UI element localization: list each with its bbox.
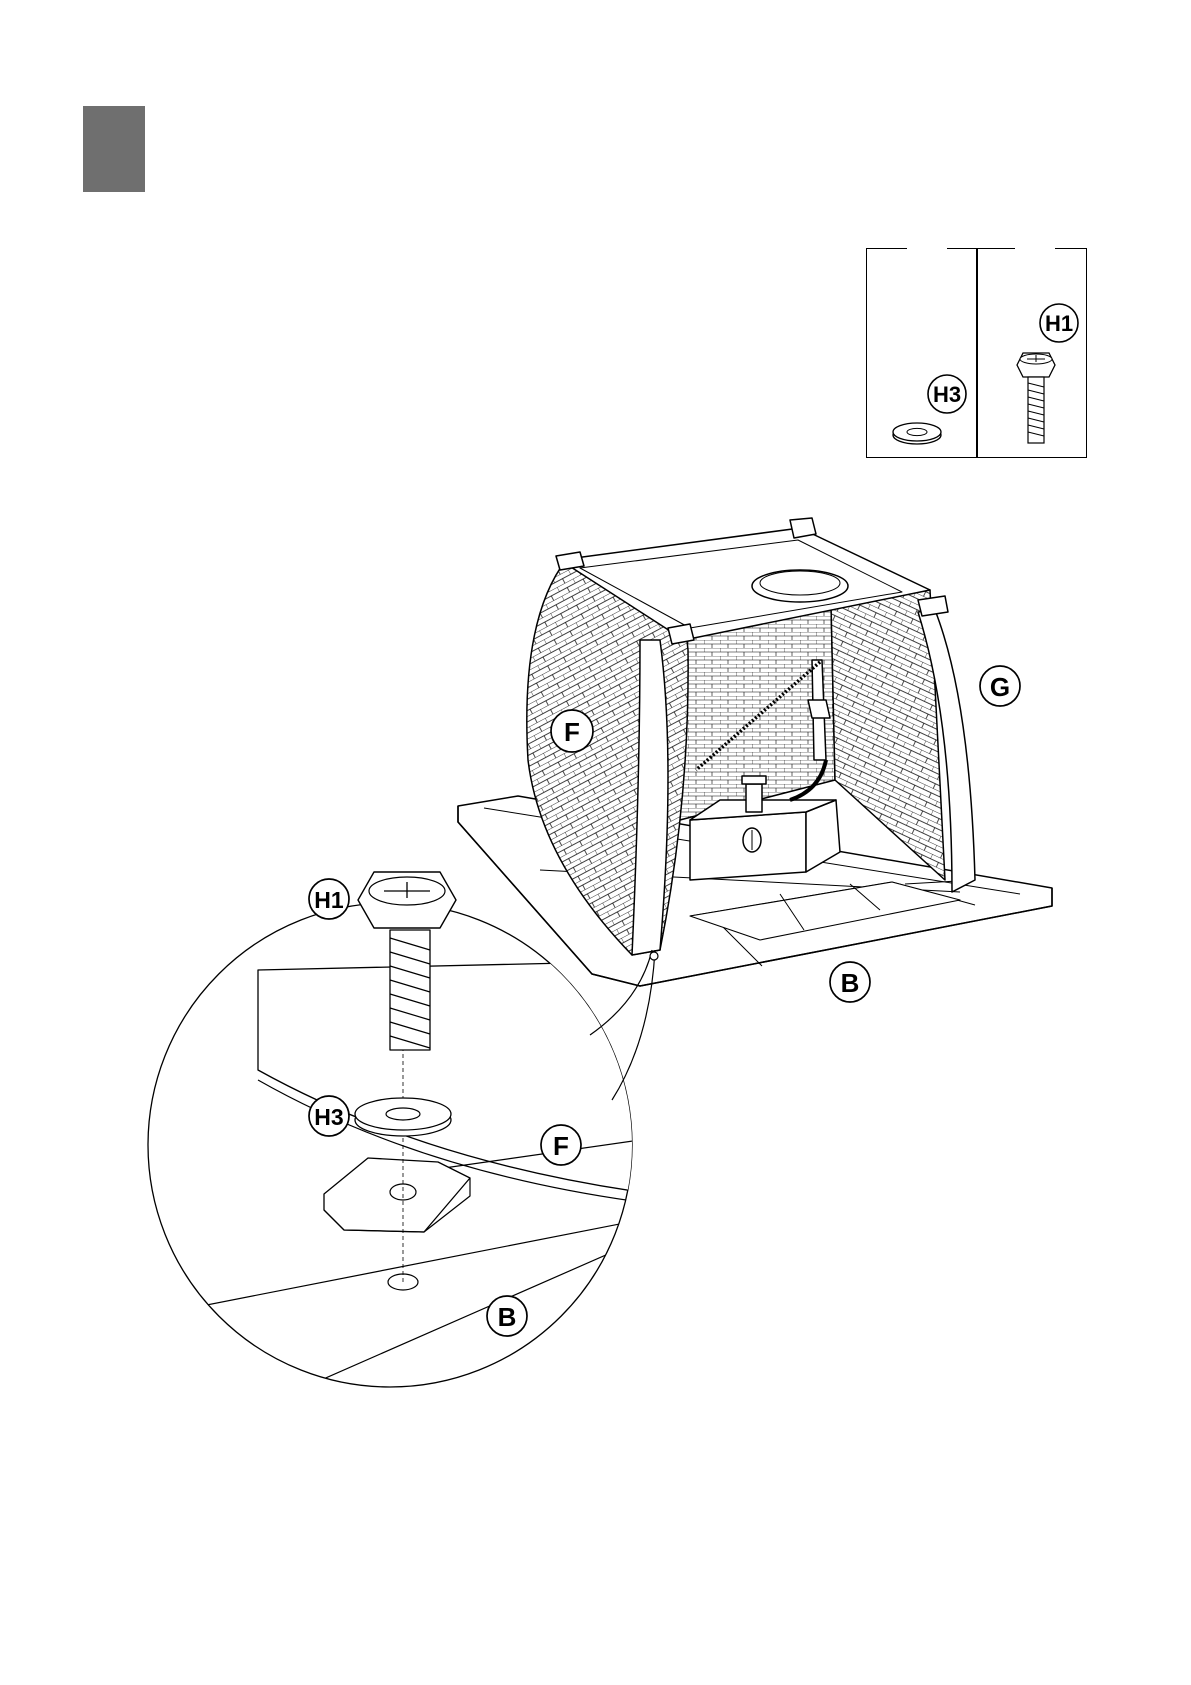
callout-g: G bbox=[980, 666, 1020, 706]
callout-b-detail-label: B bbox=[498, 1302, 517, 1332]
callout-f-main-label: F bbox=[564, 717, 580, 747]
callout-h3-detail: H3 bbox=[309, 1096, 349, 1136]
callout-h3-detail-label: H3 bbox=[314, 1104, 343, 1130]
callout-h1-detail: H1 bbox=[309, 879, 349, 919]
washer-detail bbox=[355, 1098, 451, 1136]
callout-b-detail: B bbox=[487, 1296, 527, 1336]
callout-h1-detail-label: H1 bbox=[314, 887, 344, 913]
callout-b-main-label: B bbox=[841, 968, 860, 998]
callout-g-label: G bbox=[990, 672, 1010, 702]
callout-f-main: F bbox=[551, 710, 593, 752]
callout-f-detail-label: F bbox=[553, 1131, 569, 1161]
callout-f-detail: F bbox=[541, 1125, 581, 1165]
callout-b-main: B bbox=[830, 962, 870, 1002]
